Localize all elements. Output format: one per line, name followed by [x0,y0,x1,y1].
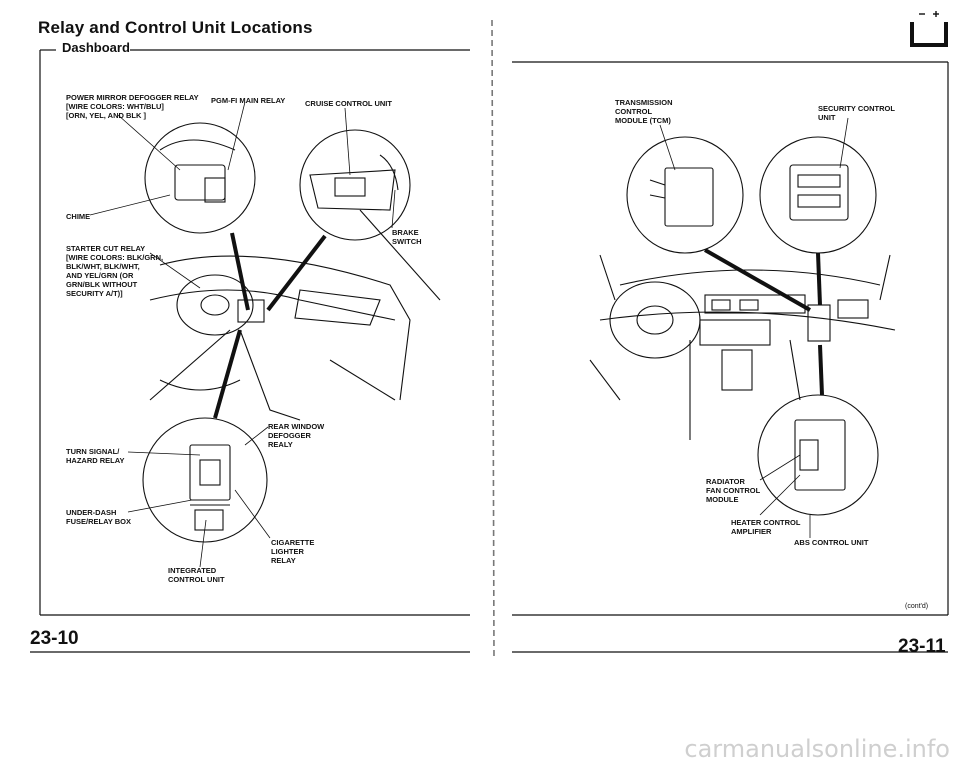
page-number-right: 23-11 [898,636,946,657]
label-power-mirror-defogger-relay: POWER MIRROR DEFOGGER RELAY [Wire colors… [66,93,199,120]
label-rear-window-defogger-relay: REAR WINDOW DEFOGGER REALY [268,422,325,449]
label-brake-switch: BRAKE SWITCH [392,228,422,246]
section-title: Dashboard [62,40,130,55]
label-radiator-fan-control-module: RADIATOR FAN CONTROL MODULE [706,477,761,504]
label-starter-cut-relay: STARTER CUT RELAY [Wire colors: BLK/GRN,… [66,244,164,298]
label-cruise-control-unit: CRUISE CONTROL UNIT [305,99,392,108]
label-cigarette-lighter-relay: CIGARETTE LIGHTER RELAY [271,538,315,565]
label-transmission-control-module: TRANSMISSION CONTROL MODULE (TCM) [615,98,673,125]
label-under-dash-fuse-relay-box: UNDER-DASH FUSE/RELAY BOX [66,508,132,526]
page-title: Relay and Control Unit Locations [38,18,313,37]
page-number-left: 23-10 [30,628,79,649]
label-pgm-fi-main-relay: PGM-FI MAIN RELAY [211,96,286,105]
label-heater-control-amplifier: HEATER CONTROL AMPLIFIER [731,518,801,536]
label-security-control-unit: SECURITY CONTROL UNIT [818,104,895,122]
label-integrated-control-unit: INTEGRATED CONTROL UNIT [168,566,225,584]
label-chime: CHIME [66,212,91,221]
watermark: carmanualsonline.info [684,735,950,763]
label-turn-signal-hazard-relay: TURN SIGNAL/ HAZARD RELAY [66,447,125,465]
battery-icon [910,22,948,47]
continued-note: (cont'd) [905,603,929,610]
label-abs-control-unit: ABS CONTROL UNIT [794,538,869,547]
